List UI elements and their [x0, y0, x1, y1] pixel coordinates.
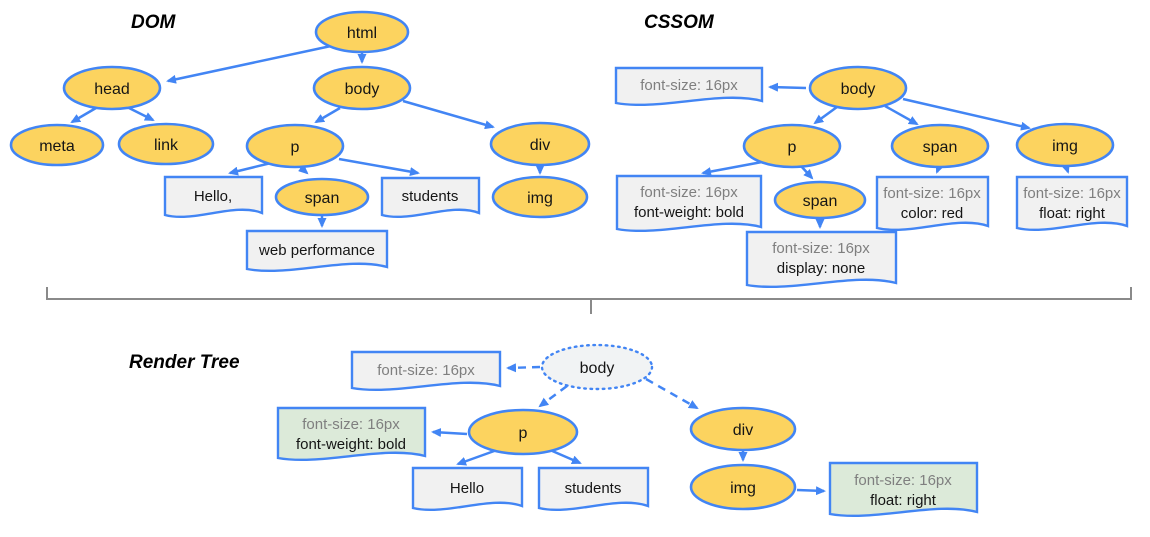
render-node-body: [540, 343, 654, 391]
render-stylebox-p: [276, 406, 427, 462]
render-textbox-students: [537, 466, 650, 512]
dom-node-p-label: p: [291, 139, 300, 156]
cssom-node-body: [808, 65, 908, 111]
sections-divider-brace: [46, 287, 1132, 314]
render-node-div: [689, 406, 797, 452]
cssom-stylebox-img-line2: float: right: [1039, 205, 1106, 222]
arrow-cssom-body-p: [813, 105, 838, 125]
cssom-stylebox-span-child-line2: display: none: [777, 260, 865, 277]
dom-textbox-web-performance-label: web performance: [258, 242, 375, 259]
dom-node-body-label: body: [345, 81, 380, 98]
dom-node-div: [489, 121, 591, 167]
dom-node-p: [245, 123, 345, 169]
render-textbox-hello-label: Hello: [450, 480, 484, 497]
dom-node-div-label: div: [530, 137, 550, 154]
dom-node-meta: [9, 123, 105, 167]
cssom-node-p-label: p: [788, 139, 797, 156]
render-node-p-label: p: [519, 425, 528, 442]
render-node-body-label: body: [580, 360, 615, 377]
arrow-cssom-p-span: [800, 165, 814, 180]
render-textbox-students-label: students: [565, 480, 622, 497]
cssom-stylebox-span-line1: font-size: 16px: [883, 185, 981, 202]
cssom-node-img-label: img: [1052, 138, 1078, 155]
dom-node-html-label: html: [347, 25, 377, 42]
dom-node-img: [491, 175, 589, 219]
render-node-div-label: div: [733, 422, 753, 439]
cssom-stylebox-p-line1: font-size: 16px: [640, 184, 738, 201]
render-stylebox-body: [350, 350, 502, 392]
cssom-node-img: [1015, 122, 1115, 168]
arrow-dom-body-p: [314, 106, 341, 124]
cssom-node-span-child: [773, 180, 867, 220]
arrow-dom-html-head: [166, 44, 332, 84]
cssom-stylebox-span-line2: color: red: [901, 205, 964, 222]
dom-node-meta-label: meta: [39, 138, 75, 155]
cssom-node-span-label: span: [923, 139, 958, 156]
dom-node-img-label: img: [527, 190, 553, 207]
render-node-p: [467, 408, 579, 456]
cssom-node-span: [890, 123, 990, 169]
arrow-dom-body-div: [402, 99, 495, 130]
cssom-node-span-child-label: span: [803, 193, 838, 210]
dom-textbox-web-performance: [245, 229, 389, 273]
dom-node-head: [62, 65, 162, 111]
dom-textbox-students: [380, 176, 481, 219]
dom-node-body: [312, 65, 412, 111]
dom-node-link: [117, 122, 215, 166]
render-node-img: [689, 463, 797, 511]
arrow-dom-head-meta: [70, 106, 97, 124]
cssom-stylebox-span-child: [745, 230, 898, 289]
render-stylebox-img-line1: font-size: 16px: [854, 472, 952, 489]
arrow-dom-p-students: [338, 157, 420, 177]
render-stylebox-img: [828, 461, 979, 518]
dom-textbox-students-label: students: [402, 188, 459, 205]
cssom-section-title: CSSOM: [644, 12, 715, 33]
render-stylebox-img-line2: float: right: [870, 492, 937, 509]
render-stylebox-body-line1: font-size: 16px: [377, 362, 475, 379]
render-tree-section-title: Render Tree: [129, 352, 240, 373]
dom-node-span: [274, 177, 370, 217]
cssom-stylebox-p-line2: font-weight: bold: [634, 204, 744, 221]
cssom-stylebox-body: [614, 66, 764, 107]
cssom-stylebox-img: [1015, 175, 1129, 232]
cssom-stylebox-p: [615, 174, 763, 233]
arrow-render-p-hello: [456, 448, 498, 466]
arrow-dom-head-link: [128, 106, 155, 122]
cssom-stylebox-img-line1: font-size: 16px: [1023, 185, 1121, 202]
arrow-render-body-div: [645, 377, 699, 410]
render-textbox-hello: [411, 466, 524, 512]
arrow-render-p-students: [549, 448, 582, 465]
cssom-node-p: [742, 123, 842, 169]
arrow-render-p-style: [431, 427, 468, 437]
dom-textbox-hello: [163, 175, 264, 219]
render-stylebox-p-line1: font-size: 16px: [302, 416, 400, 433]
dom-section-title: DOM: [131, 12, 177, 33]
arrow-render-body-style: [506, 363, 541, 373]
dom-node-head-label: head: [94, 81, 130, 98]
dom-textbox-hello-label: Hello,: [194, 188, 232, 205]
arrow-render-img-style: [796, 486, 826, 496]
cssom-stylebox-span: [875, 175, 990, 232]
arrow-render-body-p: [538, 384, 568, 408]
arrow-cssom-body-img: [902, 97, 1031, 131]
dom-node-link-label: link: [154, 137, 179, 154]
dom-node-html: [314, 10, 410, 54]
arrow-cssom-body-style: [768, 82, 807, 92]
cssom-stylebox-body-line1: font-size: 16px: [640, 77, 738, 94]
arrow-cssom-body-span: [884, 104, 919, 126]
render-node-img-label: img: [730, 480, 756, 497]
cssom-stylebox-span-child-line1: font-size: 16px: [772, 240, 870, 257]
arrow-dom-p-hello: [228, 161, 272, 176]
render-stylebox-p-line2: font-weight: bold: [296, 436, 406, 453]
arrow-cssom-p-style: [701, 160, 763, 176]
cssom-node-body-label: body: [841, 81, 876, 98]
dom-node-span-label: span: [305, 190, 340, 207]
